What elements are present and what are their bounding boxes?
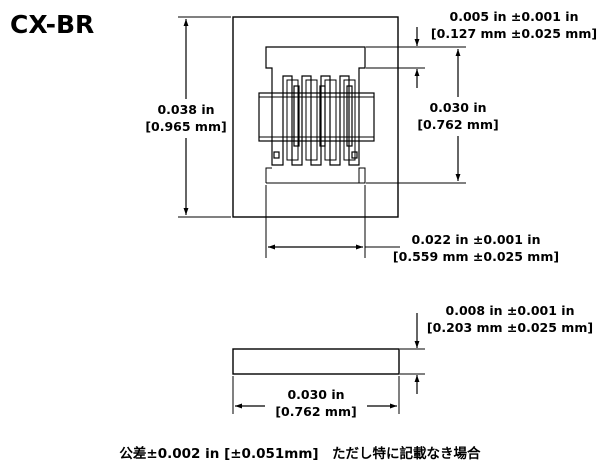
resonator-electrode	[265, 46, 366, 166]
top-view	[232, 16, 399, 218]
package-side-profile	[232, 348, 400, 375]
dim-resonator-height-mm: [0.762 mm]	[417, 117, 498, 132]
dim-thickness: 0.008 in ±0.001 in [0.203 mm ±0.025 mm]	[400, 303, 593, 394]
dim-side-length: 0.030 in [0.762 mm]	[232, 376, 400, 419]
dim-resonator-height: 0.030 in [0.762 mm]	[366, 46, 499, 184]
dim-total-height-mm: [0.965 mm]	[145, 119, 226, 134]
dim-resonator-height-in: 0.030 in	[429, 100, 486, 115]
dim-electrode-gap-in: 0.005 in ±0.001 in	[450, 9, 579, 24]
dim-resonator-width-in: 0.022 in ±0.001 in	[412, 232, 541, 247]
side-view	[232, 348, 400, 375]
dim-resonator-width-mm: [0.559 mm ±0.025 mm]	[393, 249, 559, 264]
resonator-base	[266, 167, 366, 184]
package-outline	[232, 16, 399, 218]
dim-side-length-in: 0.030 in	[287, 387, 344, 402]
dim-thickness-in: 0.008 in ±0.001 in	[446, 303, 575, 318]
dim-resonator-width: 0.022 in ±0.001 in [0.559 mm ±0.025 mm]	[265, 185, 559, 264]
part-title: CX-BR	[10, 10, 94, 39]
crossing-band	[258, 92, 375, 142]
contact-slot	[293, 85, 300, 147]
tolerance-note: 公差±0.002 in [±0.051mm] ただし特に記載なき場合	[119, 445, 481, 462]
dim-side-length-mm: [0.762 mm]	[275, 404, 356, 419]
dim-total-height-in: 0.038 in	[157, 102, 214, 117]
contact-slot	[319, 85, 326, 147]
contact-slot	[346, 85, 353, 147]
dim-electrode-gap-mm: [0.127 mm ±0.025 mm]	[431, 26, 597, 41]
dim-electrode-gap: 0.005 in ±0.001 in [0.127 mm ±0.025 mm]	[366, 9, 597, 88]
dim-total-height: 0.038 in [0.965 mm]	[145, 16, 231, 218]
dim-thickness-mm: [0.203 mm ±0.025 mm]	[427, 320, 593, 335]
